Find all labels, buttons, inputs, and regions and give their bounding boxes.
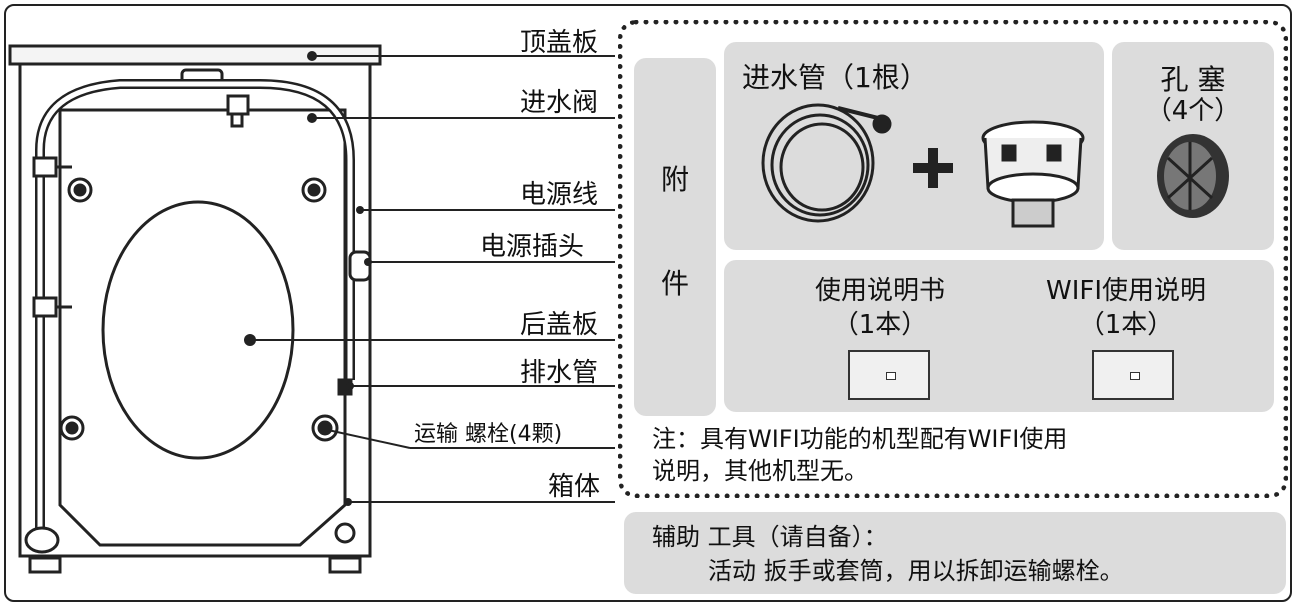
label-drain-hose: 排水管 [520,358,599,388]
power-plug-shape [348,250,372,282]
manuals-panel [724,260,1274,412]
screw-bottom-left [59,415,85,441]
label-power-plug: 电源插头 [480,232,585,262]
accessories-side-panel [634,58,716,416]
note-line-1: 注：具有WIFI功能的机型配有WIFI使用 [652,425,1068,453]
hole-plug-count: （4个） [1145,96,1241,126]
tools-line-1: 辅助 工具（请自备）： [652,523,888,551]
accessories-box [618,20,1288,498]
leader-lines [250,55,615,503]
inlet-hose-title: 进水管（1根） [742,61,928,94]
wifi-manual-count: （1本） [1078,310,1174,340]
diagram-frame [4,4,1292,602]
tools-panel [624,512,1286,594]
leader-dots [244,51,372,506]
side-label-1: 附 [660,163,689,196]
wifi-manual-icon [1092,350,1174,400]
inlet-hose-illustration [761,103,1085,228]
washing-machine-rear-view [8,44,615,574]
hose-coil-icon [761,103,892,223]
plus-icon [913,148,953,188]
hole-plug-title: 孔 塞 [1160,63,1226,96]
label-top-cover: 顶盖板 [520,28,599,58]
manual-title: 使用说明书 [814,276,945,306]
label-power-cord: 电源线 [520,180,599,210]
note-line-2: 说明，其他机型无。 [652,457,868,485]
label-cabinet: 箱体 [548,472,601,502]
label-transport-bolt: 运输 螺栓(4颗) [414,422,563,447]
back-cover-oval [101,200,295,460]
side-label-2: 件 [660,267,689,300]
foot-left [28,556,62,574]
hose-connector-icon [981,120,1085,228]
hole-plug-icon [1157,134,1229,218]
tools-line-2: 活动 扳手或套筒，用以拆卸运输螺栓。 [708,557,1124,585]
screw-top-right [301,177,327,203]
screw-top-left [67,177,93,203]
label-back-cover: 后盖板 [520,310,599,340]
foot-right [328,556,362,574]
wifi-manual-title: WIFI使用说明 [1046,276,1206,306]
label-inlet-valve: 进水阀 [520,88,599,118]
user-manual-icon [848,350,930,400]
transport-bolt-shape [311,414,339,442]
manual-count: （1本） [832,310,928,340]
